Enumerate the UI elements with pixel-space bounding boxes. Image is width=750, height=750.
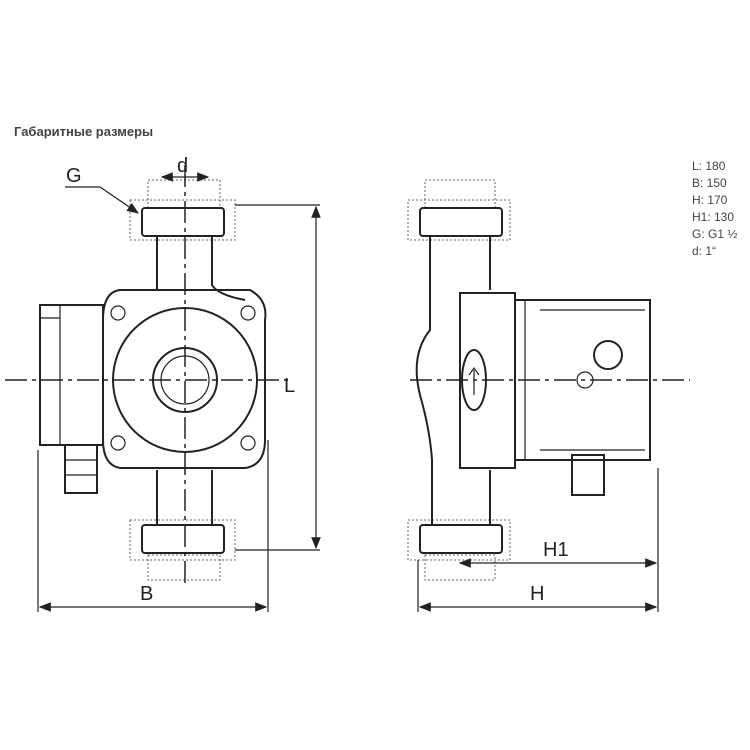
label-H1: H1 bbox=[543, 539, 569, 561]
side-view bbox=[407, 179, 690, 612]
spec-L: L: 180 bbox=[692, 159, 726, 173]
section-title: Габаритные размеры bbox=[14, 124, 154, 139]
front-view bbox=[5, 165, 321, 612]
spec-G: G: G1 ½ bbox=[692, 227, 738, 241]
label-H: H bbox=[530, 583, 544, 605]
label-L: L bbox=[284, 375, 295, 397]
spec-H: H: 170 bbox=[692, 193, 728, 207]
dimension-specs: L: 180 B: 150 H: 170 H1: 130 G: G1 ½ d: … bbox=[692, 158, 737, 260]
spec-B: B: 150 bbox=[692, 176, 727, 190]
label-d: d bbox=[177, 155, 188, 177]
label-G: G bbox=[66, 165, 82, 187]
spec-d: d: 1“ bbox=[692, 244, 717, 258]
spec-H1: H1: 130 bbox=[692, 210, 735, 224]
label-B: B bbox=[140, 583, 153, 605]
